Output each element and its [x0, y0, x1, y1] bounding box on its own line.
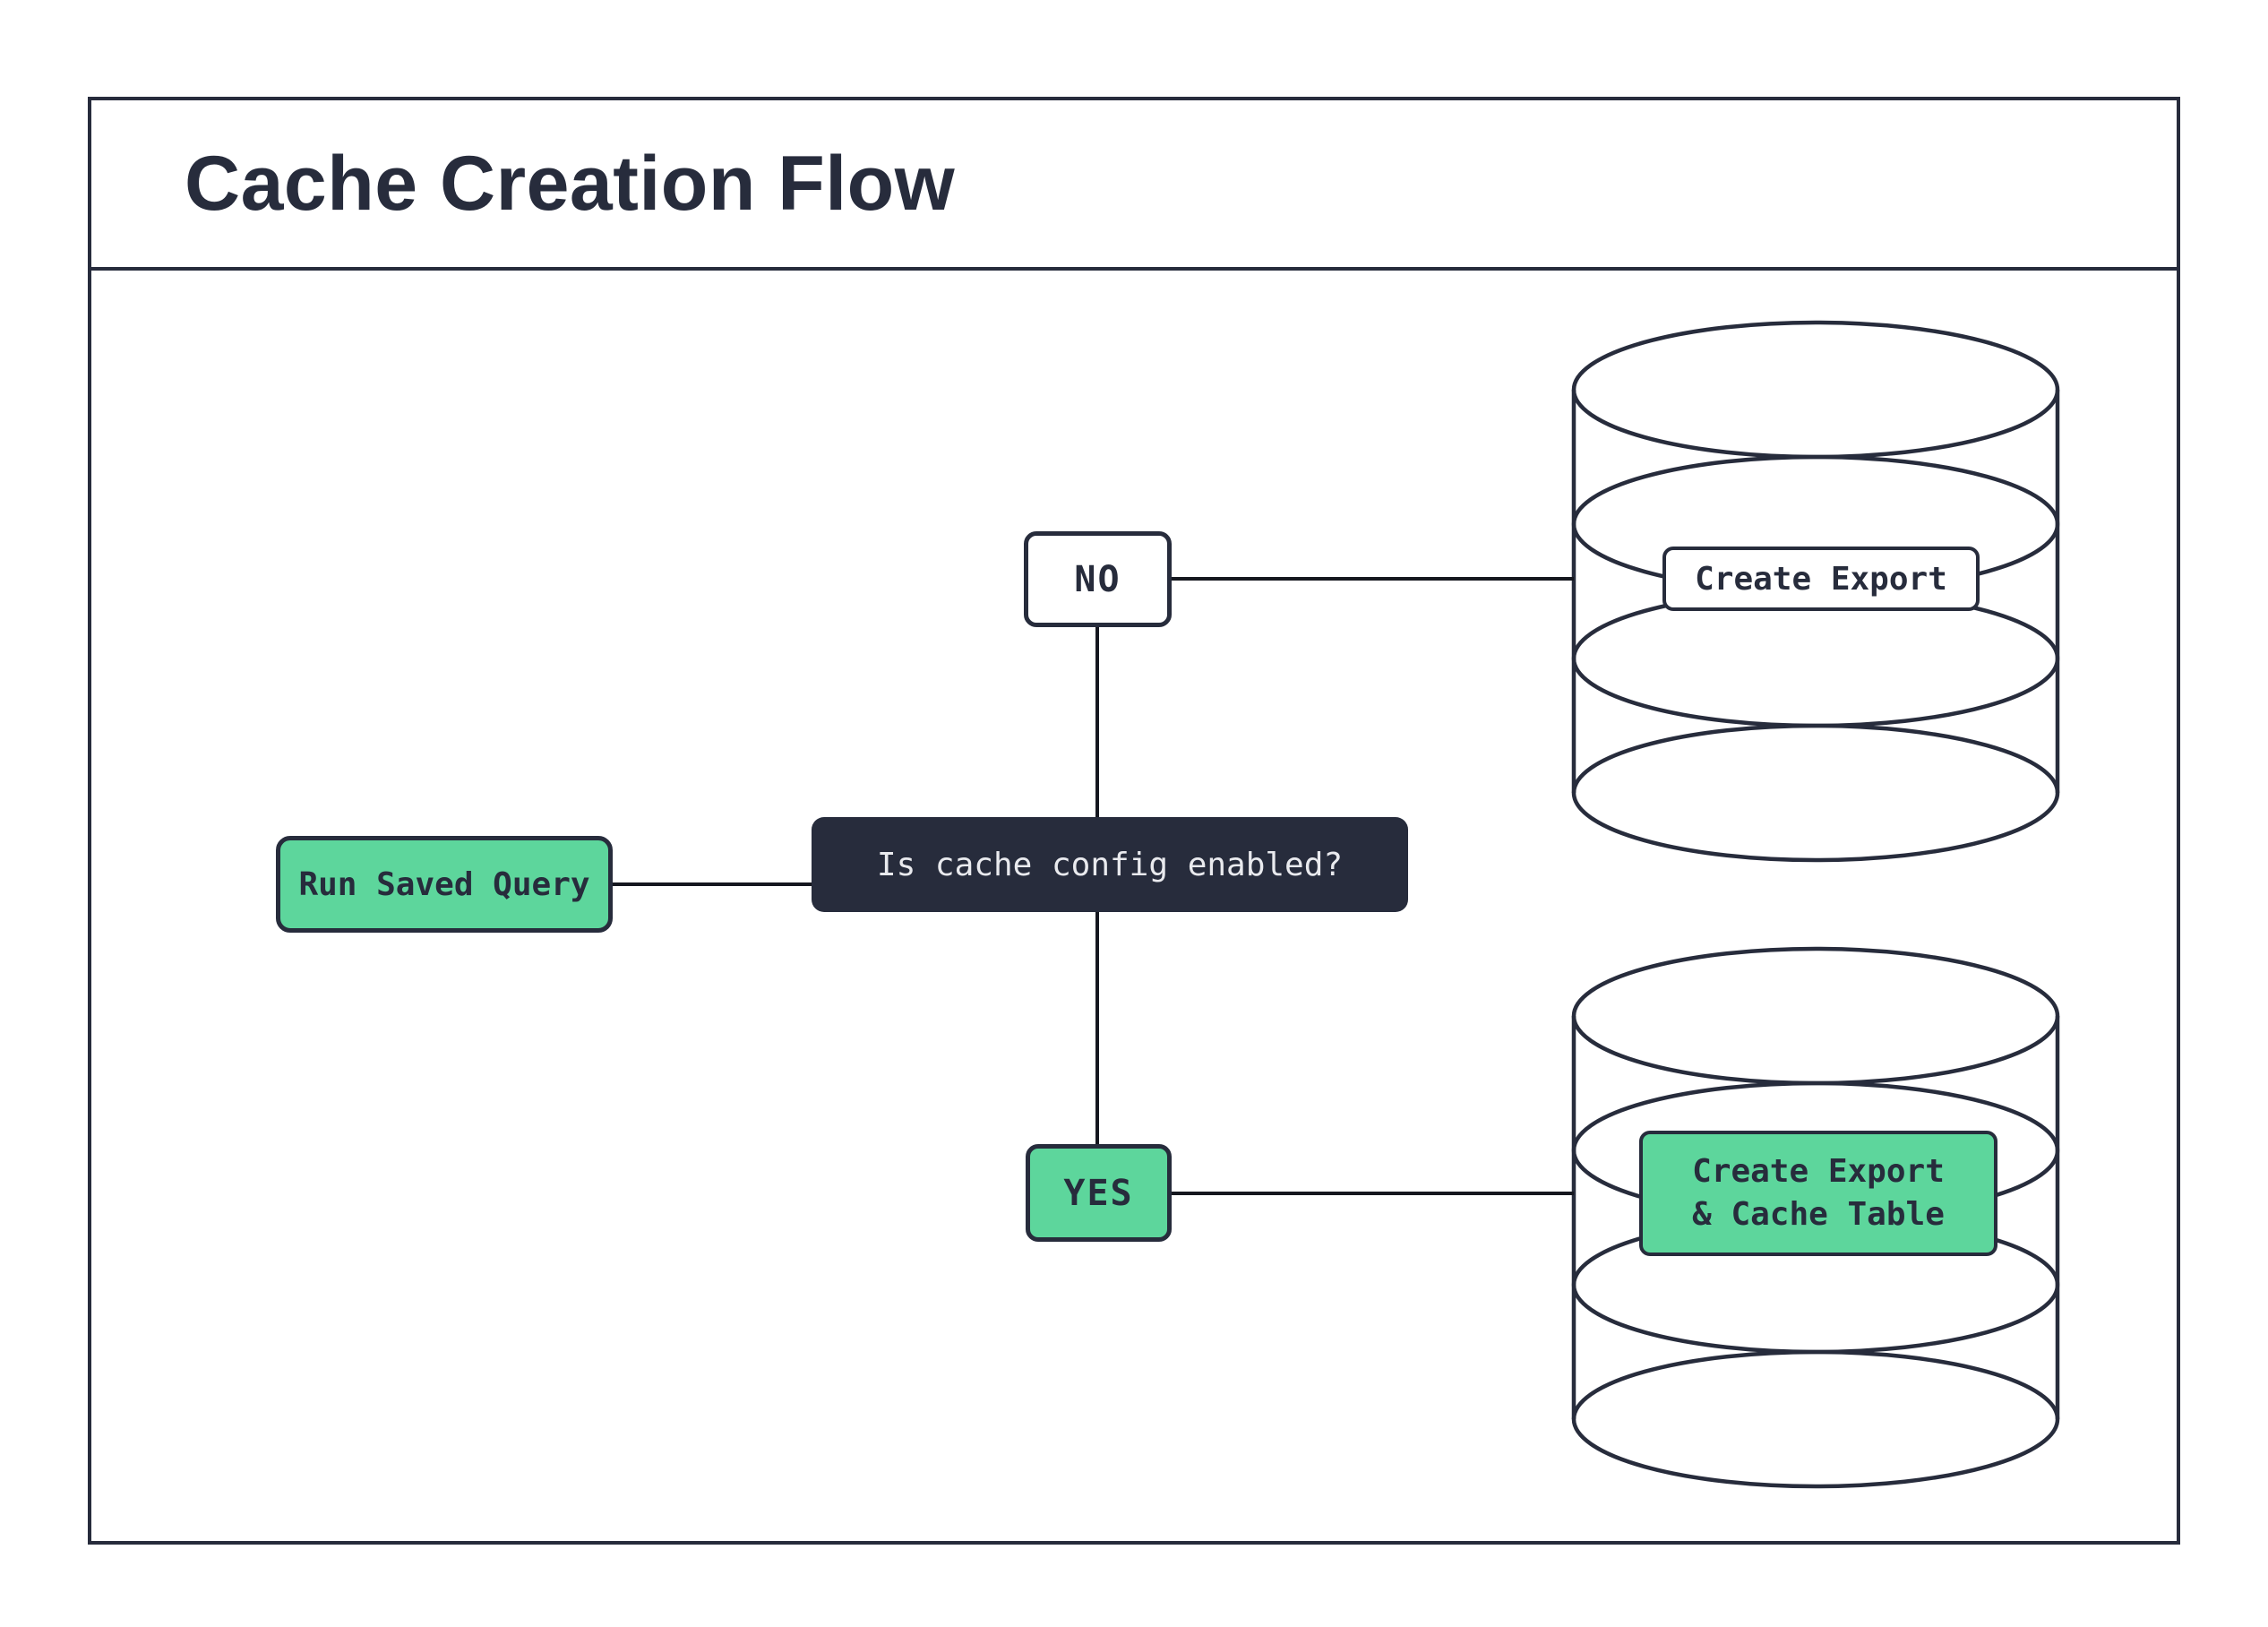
node-create-export-label: Create Export [1695, 560, 1947, 598]
node-create-export: Create Export [1662, 547, 1980, 611]
page-title: Cache Creation Flow [185, 140, 956, 227]
database-cylinder-icon [1571, 946, 2060, 1489]
connector-no-to-database [1172, 577, 1574, 581]
connector-no-to-question [1095, 627, 1099, 817]
node-create-export-cache-table-line2: & Cache Table [1692, 1196, 1945, 1233]
connector-question-to-yes [1095, 912, 1099, 1144]
node-run-saved-query: Run Saved Query [276, 836, 613, 933]
connector-yes-to-database [1172, 1192, 1574, 1195]
title-bar: Cache Creation Flow [91, 100, 2177, 271]
connector-run-to-question [613, 882, 812, 886]
node-create-export-cache-table: Create Export & Cache Table [1639, 1131, 1997, 1256]
node-branch-no: NO [1024, 531, 1172, 627]
node-run-saved-query-label: Run Saved Query [298, 865, 590, 903]
node-branch-no-label: NO [1074, 558, 1121, 600]
node-cache-config-question: Is cache config enabled? [812, 817, 1408, 912]
node-branch-yes-label: YES [1063, 1172, 1134, 1214]
node-branch-yes: YES [1026, 1144, 1172, 1242]
node-cache-config-question-label: Is cache config enabled? [876, 846, 1344, 883]
node-create-export-cache-table-line1: Create Export [1692, 1153, 1945, 1191]
